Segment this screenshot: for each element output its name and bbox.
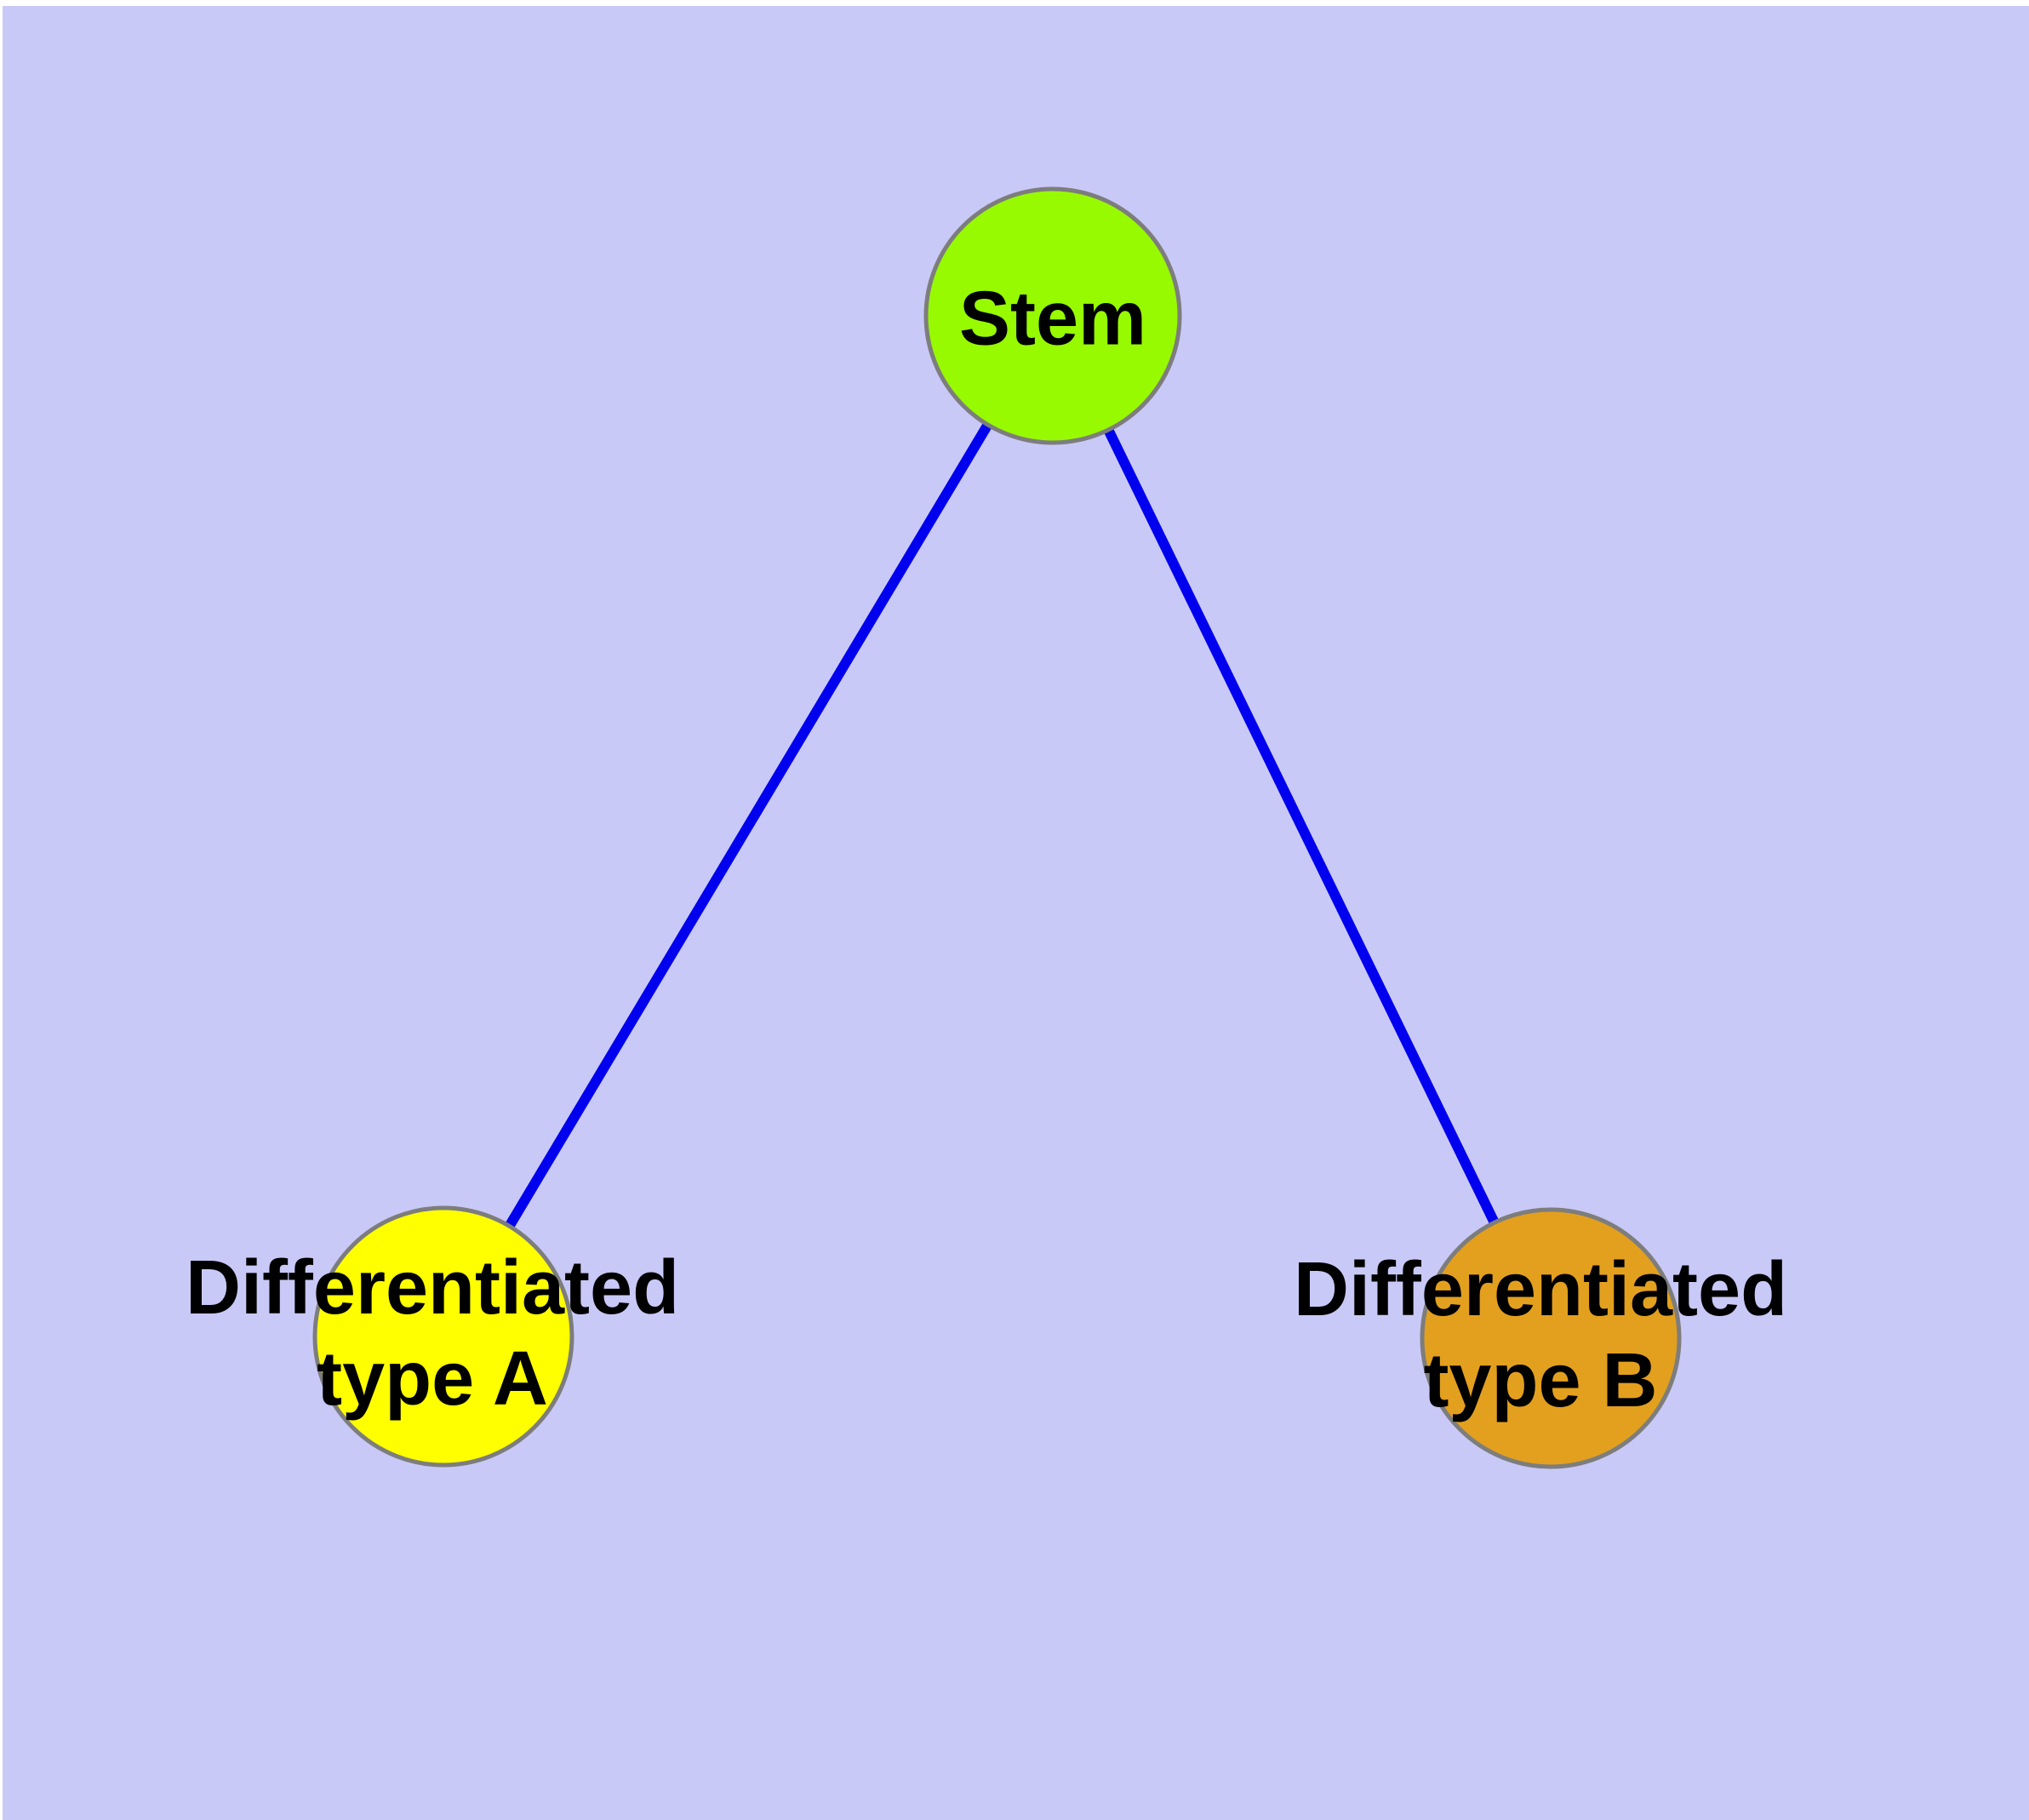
edge-stem-to-type-a xyxy=(438,312,1058,1340)
node-label-stem: Stem xyxy=(958,276,1147,362)
node-label-type-a-line1: Differentiated xyxy=(185,1245,680,1331)
node-label-type-a: Differentiated type A xyxy=(186,1243,679,1425)
edge-stem-to-type-b xyxy=(1048,313,1556,1341)
node-differentiated-type-a xyxy=(312,1205,574,1468)
node-label-type-b-line2: type B xyxy=(1423,1338,1658,1423)
node-label-type-b: Differentiated type B xyxy=(1294,1245,1787,1427)
node-differentiated-type-b xyxy=(1420,1207,1682,1469)
node-label-type-b-line1: Differentiated xyxy=(1293,1247,1788,1332)
node-label-type-a-line2: type A xyxy=(317,1336,548,1422)
node-stem xyxy=(923,186,1182,445)
